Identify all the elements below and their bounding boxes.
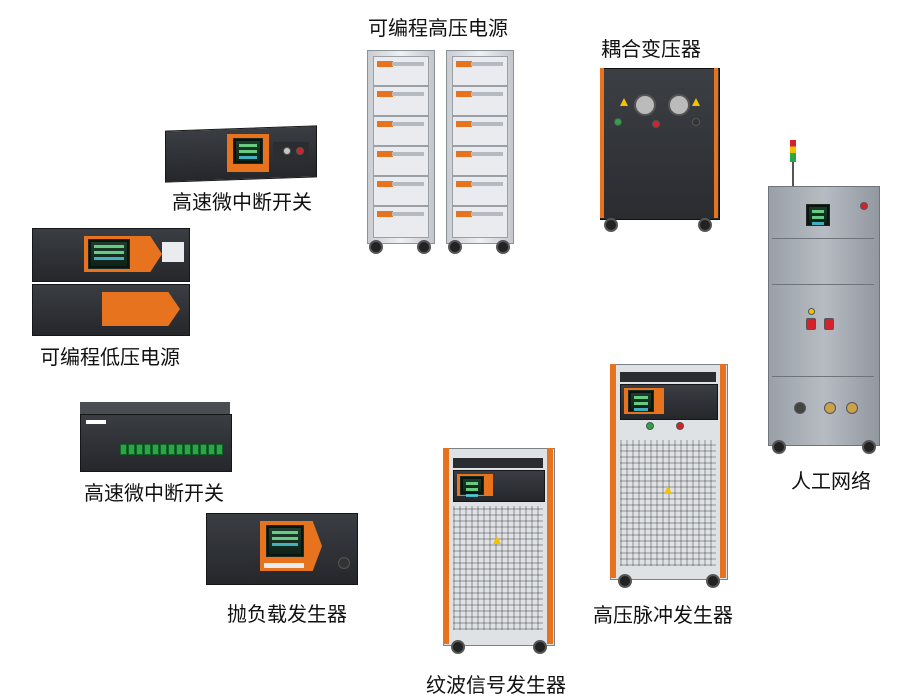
caption-hv-power: 可编程高压电源 (368, 16, 508, 40)
programmable-lv-power-unit (32, 228, 192, 336)
programmable-hv-power-rack-1 (367, 50, 435, 254)
coupling-transformer-unit (600, 68, 720, 234)
caption-artificial-network: 人工网络 (791, 469, 871, 493)
caption-lv-power: 可编程低压电源 (40, 345, 180, 369)
artificial-network-cabinet (768, 140, 882, 456)
hv-pulse-generator-cabinet (610, 356, 728, 588)
caption-coupling-transformer: 耦合变压器 (601, 37, 701, 61)
caption-fast-interrupt-1: 高速微中断开关 (172, 190, 312, 214)
fast-interrupt-switch-unit-1 (165, 120, 320, 183)
caption-hv-pulse: 高压脉冲发生器 (593, 603, 733, 627)
caption-fast-interrupt-2: 高速微中断开关 (84, 481, 224, 505)
caption-ripple-gen: 纹波信号发生器 (426, 673, 566, 697)
programmable-hv-power-rack-2 (446, 50, 514, 254)
caption-load-dump: 抛负载发生器 (227, 602, 347, 626)
fast-interrupt-switch-unit-2 (80, 402, 232, 472)
ripple-signal-generator-cabinet (443, 448, 555, 658)
load-dump-generator-unit (206, 513, 358, 585)
